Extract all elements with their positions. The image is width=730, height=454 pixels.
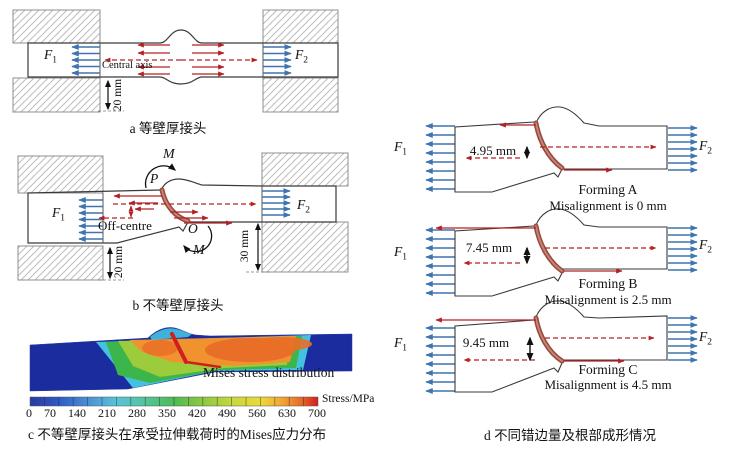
forming-name: Forming A	[578, 182, 638, 197]
caption-a: a 等壁厚接头	[129, 121, 207, 136]
point-o-label: O	[188, 221, 198, 236]
tick-label: 280	[128, 406, 146, 420]
tick-label: 560	[248, 406, 266, 420]
forming-name: Forming C	[578, 362, 638, 377]
tension-arrows-blue	[425, 123, 698, 192]
thickness-dimension	[98, 79, 124, 112]
moment-bottom-label: M	[193, 243, 205, 258]
tension-arrows-blue	[78, 188, 291, 242]
load-arrows-red	[435, 225, 623, 274]
force-f1-label: F1	[394, 139, 407, 158]
grip-blocks	[17, 152, 349, 281]
forming-name: Forming B	[578, 276, 638, 291]
offset-dimension-label: 4.95 mm	[469, 143, 517, 158]
weld-seam	[533, 120, 565, 171]
force-f2-label: F2	[699, 138, 712, 157]
point-p-label: P	[150, 171, 159, 186]
thickness-30mm-label: 30 mm	[238, 229, 251, 263]
tick-label: 70	[44, 406, 56, 420]
mises-plot-label: Mises stress distribution	[203, 365, 335, 380]
caption-d: d 不同错边量及根部成形情况	[483, 428, 657, 443]
weld-seam	[533, 315, 565, 364]
specimen-outline	[27, 29, 339, 85]
forming-a-drawing	[425, 106, 698, 193]
plate-outlines	[454, 208, 668, 297]
force-f1-label: F1	[44, 47, 57, 66]
tick-label: 700	[308, 406, 326, 420]
load-arrows-red	[435, 317, 625, 364]
tick-label: 140	[68, 406, 86, 420]
caption-c: c 不等壁厚接头在承受拉伸载荷时的Mises应力分布	[28, 427, 327, 442]
weld-seam	[533, 223, 565, 274]
thickness-dimensions	[98, 222, 270, 281]
misalignment-label: Misalignment is 4.5 mm	[544, 377, 672, 392]
panel-a-drawing	[12, 9, 339, 113]
stress-colorbar	[29, 396, 319, 407]
tick-label: 420	[188, 406, 206, 420]
tension-arrows-blue	[425, 225, 698, 296]
colorbar-tick-labels: 0 70 140 210 280 350 420 490 560 630 700	[26, 406, 326, 421]
tick-label: 630	[278, 406, 296, 420]
force-f2-label: F2	[295, 47, 308, 66]
offset-dimension-label: 7.45 mm	[465, 240, 513, 255]
residual-stress-arrows	[137, 42, 225, 77]
forming-b-drawing	[425, 208, 698, 297]
panel-b-drawing	[17, 152, 349, 281]
grip-blocks	[12, 9, 339, 113]
tension-arrows-blue	[425, 315, 698, 394]
moment-top-label: M	[163, 147, 175, 162]
caption-b: b 不等壁厚接头	[132, 298, 224, 313]
load-arrows-red	[499, 122, 613, 173]
centerlines-red	[465, 144, 657, 161]
force-f2-label: F2	[699, 237, 712, 256]
misalignment-label: Misalignment is 2.5 mm	[544, 292, 672, 307]
centerlines-red	[463, 335, 655, 363]
tick-label: 210	[98, 406, 116, 420]
load-arrows-red	[113, 193, 233, 226]
off-centre-label: Off-centre	[98, 218, 152, 233]
tick-label: 350	[158, 406, 176, 420]
forming-c-drawing	[425, 300, 698, 394]
thickness-20mm-label: 20 mm	[111, 78, 124, 112]
tick-label: 0	[26, 406, 32, 420]
plate-outlines	[27, 178, 337, 244]
thickness-20mm-label: 20 mm	[112, 245, 125, 279]
force-f2-label: F2	[699, 329, 712, 348]
mises-contour-plot	[29, 327, 353, 392]
colorbar-unit-label: Stress/MPa	[322, 393, 375, 405]
force-f1-label: F1	[394, 335, 407, 354]
plate-outlines	[454, 106, 668, 193]
misalignment-label: Misalignment is 0 mm	[549, 198, 667, 213]
offset-dimension-label: 9.45 mm	[462, 335, 510, 350]
centerlines-red	[98, 201, 257, 221]
centerlines-red	[463, 245, 657, 266]
tension-arrows-blue	[71, 44, 292, 76]
force-f1-label: F1	[52, 205, 65, 224]
central-axis-label: Central axis	[102, 60, 153, 71]
tick-label: 490	[218, 406, 236, 420]
force-f2-label: F2	[297, 197, 310, 216]
plate-outlines	[454, 300, 668, 393]
force-f1-label: F1	[394, 244, 407, 263]
weld-seam	[159, 187, 191, 224]
moment-arc-arrows	[144, 163, 213, 254]
